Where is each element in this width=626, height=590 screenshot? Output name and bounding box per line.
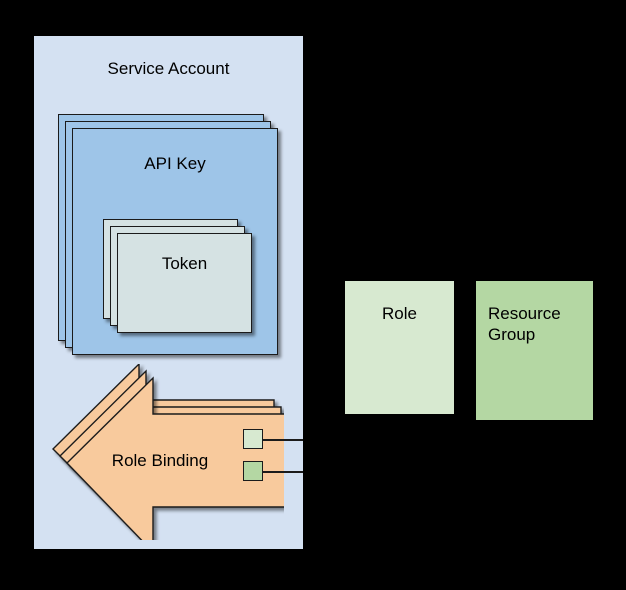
node-role[interactable] (345, 281, 454, 414)
role-binding-arrow-front (66, 376, 284, 540)
resource-group-port-chip[interactable] (243, 461, 263, 481)
role-port-chip[interactable] (243, 429, 263, 449)
node-token[interactable] (117, 233, 252, 333)
edge-role-binding-to-resource-group (262, 471, 303, 473)
node-role-binding[interactable] (44, 364, 284, 540)
node-resource-group[interactable] (476, 281, 593, 420)
edge-role-binding-to-role (262, 439, 303, 441)
